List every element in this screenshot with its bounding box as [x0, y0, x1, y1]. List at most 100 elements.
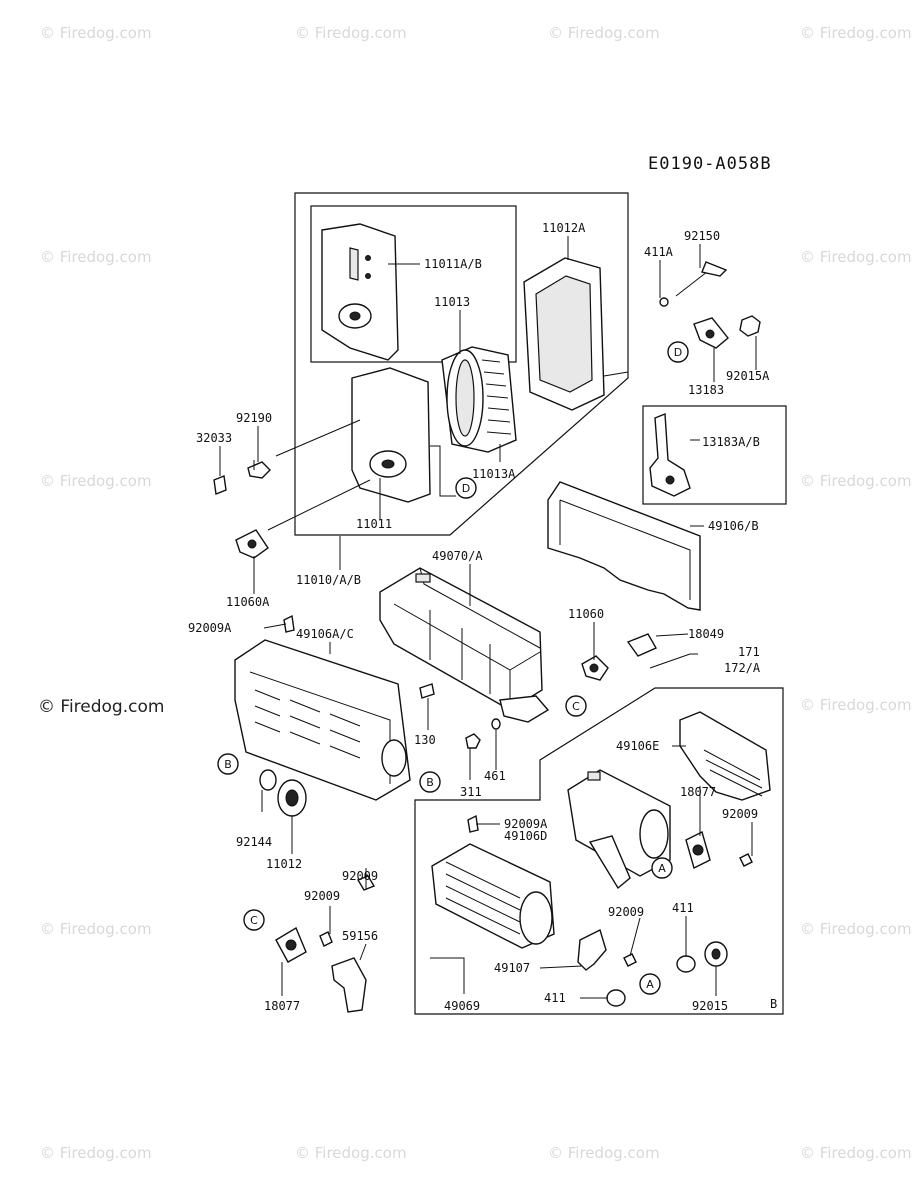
part-label-49069: 49069 — [444, 999, 480, 1013]
air-cleaner-cover-part — [321, 223, 399, 361]
bolt-92150-part — [675, 261, 728, 297]
callout-c-flange: C — [243, 909, 265, 931]
part-labels: 11011A/B 11012A 411A 92150 11013 92015A … — [188, 221, 770, 1013]
diagram-code: E0190-A058B — [648, 154, 772, 174]
part-label-92015: 92015 — [692, 999, 728, 1013]
bolt-92009-lower-part — [319, 931, 333, 947]
watermark: © Firedog.com — [295, 24, 407, 42]
callout-letter: C — [250, 914, 258, 927]
muffler-variant-frame — [414, 687, 784, 1015]
air-cleaner-body-part — [351, 367, 431, 503]
gasket-11060-part — [581, 655, 609, 681]
part-label-311: 311 — [460, 785, 482, 799]
muffler-cover-49106ac-part — [234, 639, 411, 801]
flange-18077-right-part — [685, 830, 711, 870]
nut-92015a-part — [739, 315, 761, 337]
part-label-18049: 18049 — [688, 627, 724, 641]
part-label-18077-right: 18077 — [680, 785, 716, 799]
part-label-172a: 172/A — [724, 661, 761, 675]
watermark-main: © Firedog.com — [38, 697, 164, 717]
watermark: © Firedog.com — [40, 1144, 152, 1162]
watermark: © Firedog.com — [800, 1144, 912, 1162]
air-cleaner-base-part — [523, 257, 605, 411]
pin-32033-part — [213, 475, 227, 495]
part-label-11011ab: 11011A/B — [424, 257, 482, 271]
callout-b-right: B — [419, 771, 441, 793]
frame-label-b: B — [770, 997, 777, 1011]
nut-92015-part — [704, 941, 728, 967]
callout-a-upper: A — [651, 857, 673, 879]
watermark: © Firedog.com — [40, 24, 152, 42]
part-label-92009-box: 92009 — [608, 905, 644, 919]
pipe-11012-part — [277, 779, 307, 817]
muffler-49070a-part — [379, 567, 550, 723]
part-label-92144: 92144 — [236, 835, 272, 849]
callout-letter: D — [462, 482, 470, 495]
part-label-92009-left: 92009 — [342, 869, 378, 883]
part-label-11012a: 11012A — [542, 221, 586, 235]
watermark-layer: © Firedog.com © Firedog.com © Firedog.co… — [38, 24, 912, 1162]
gasket-13183-part — [693, 317, 729, 349]
callout-letter: D — [674, 346, 682, 359]
callout-d-middle: D — [455, 477, 477, 499]
heat-shield-49106d-part — [431, 843, 555, 949]
watermark: © Firedog.com — [40, 248, 152, 266]
watermark: © Firedog.com — [800, 248, 912, 266]
part-label-11012: 11012 — [266, 857, 302, 871]
part-label-49070a: 49070/A — [432, 549, 483, 563]
part-label-92190: 92190 — [236, 411, 272, 425]
callout-letter: B — [426, 776, 434, 789]
bolt-130-part — [419, 683, 435, 699]
watermark: © Firedog.com — [548, 24, 660, 42]
air-cleaner-group-frame — [294, 192, 629, 536]
part-label-92009-lower: 92009 — [304, 889, 340, 903]
bolt-92009-box-part — [623, 953, 637, 967]
part-label-92150: 92150 — [684, 229, 720, 243]
part-label-92009-right: 92009 — [722, 807, 758, 821]
part-label-49107: 49107 — [494, 961, 530, 975]
part-label-49106e: 49106E — [616, 739, 659, 753]
watermark: © Firedog.com — [800, 472, 912, 490]
part-label-49106d: 49106D — [504, 829, 547, 843]
stud-171-part — [649, 653, 691, 669]
part-label-32033: 32033 — [196, 431, 232, 445]
flange-18077-part — [275, 926, 307, 963]
part-label-130: 130 — [414, 733, 436, 747]
part-label-411-bottom: 411 — [544, 991, 566, 1005]
part-label-11011: 11011 — [356, 517, 392, 531]
part-label-49106ac: 49106A/C — [296, 627, 354, 641]
watermark: © Firedog.com — [548, 1144, 660, 1162]
callout-letter: A — [658, 862, 666, 875]
callout-c-muffler: C — [565, 695, 587, 717]
nut-311-part — [465, 733, 481, 749]
hose-92190-part — [247, 460, 271, 479]
washer-411-bottom-part — [606, 989, 626, 1007]
bolt-92009-right-part — [739, 853, 753, 867]
part-label-13183: 13183 — [688, 383, 724, 397]
part-label-18077-left: 18077 — [264, 999, 300, 1013]
muffler-variant-body-part — [567, 769, 671, 890]
part-label-11013a: 11013A — [472, 467, 516, 481]
part-label-11013: 11013 — [434, 295, 470, 309]
part-label-11060a: 11060A — [226, 595, 270, 609]
part-label-171: 171 — [738, 645, 760, 659]
watermark: © Firedog.com — [800, 24, 912, 42]
watermark: © Firedog.com — [800, 920, 912, 938]
watermark: © Firedog.com — [40, 472, 152, 490]
callout-d-top: D — [667, 341, 689, 363]
muffler-cover-49106b-part — [547, 481, 701, 611]
part-label-49106b: 49106/B — [708, 519, 759, 533]
watermark: © Firedog.com — [295, 1144, 407, 1162]
heat-shield-49106e-part — [679, 711, 771, 801]
air-cleaner-cover-frame — [310, 205, 517, 363]
part-label-59156: 59156 — [342, 929, 378, 943]
part-label-11010ab: 11010/A/B — [296, 573, 361, 587]
leader-lines — [219, 236, 757, 999]
washer-411-right-part — [676, 955, 696, 973]
spark-arrester-18049-part — [626, 633, 657, 657]
washer-411a-part — [659, 297, 669, 307]
part-label-92015a: 92015A — [726, 369, 770, 383]
callout-letter: C — [572, 700, 580, 713]
callout-a-lower: A — [639, 973, 661, 995]
